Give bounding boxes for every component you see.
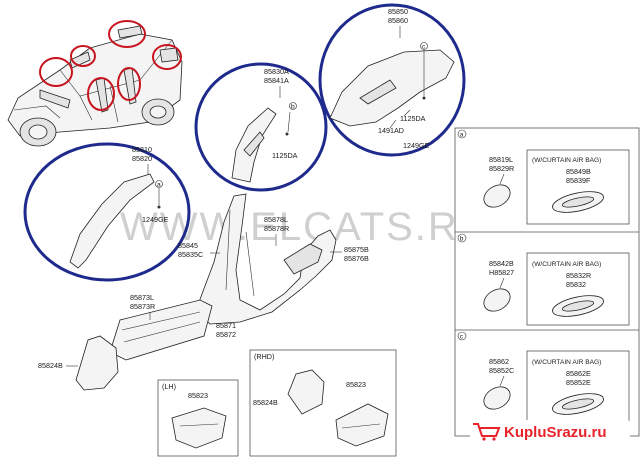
part-label: 85830A [264, 67, 289, 76]
airbag-logo-part [561, 398, 595, 410]
panel-marker: c [460, 333, 464, 340]
bolt-label: 1125DA [272, 151, 298, 160]
brand-badge: KupluSrazu.ru [470, 420, 630, 442]
panel-marker-circle [457, 331, 467, 341]
panel-note: (W/CURTAIN AIR BAG) [532, 261, 601, 268]
panel-note: (W/CURTAIN AIR BAG) [532, 157, 601, 164]
part-label: 85824B [253, 398, 278, 407]
part-label: 85873R [130, 302, 155, 311]
airbag-logo-part [561, 300, 595, 312]
cart-icon [473, 423, 501, 441]
part-label: 85845 [178, 241, 198, 250]
part-label: 85876B [344, 254, 369, 263]
part-label: 85878L [264, 215, 288, 224]
marker-c: c [422, 44, 426, 51]
panel-part-label: 85852C [489, 366, 514, 375]
panel-part-label: 85832R [566, 271, 591, 280]
trim-cover-part [483, 386, 511, 410]
panel-part-label: 85842B [489, 259, 514, 268]
part-label: 85872 [216, 330, 236, 339]
panel-note: (W/CURTAIN AIR BAG) [532, 359, 601, 366]
part-label: 85850 [388, 7, 408, 16]
panel-marker-circle [457, 129, 467, 139]
bolt-label: 1249GE [403, 141, 430, 150]
panel-part-label: 85819L [489, 155, 513, 164]
lh-box: (LH) 85823 [157, 379, 239, 457]
marker-b: b [291, 104, 295, 111]
part-label: 85824B [38, 361, 63, 370]
highlight-circle-red [108, 20, 146, 48]
highlight-circle-red [70, 45, 96, 67]
watermark-text: WWW.ELCATS.RU [120, 205, 490, 249]
panel-part-label: 85862E [566, 369, 591, 378]
panel-part-label: 85832 [566, 280, 586, 289]
part-label: 85841A [264, 76, 289, 85]
bolt-label: 1125DA [400, 114, 426, 123]
trim-cover-part [483, 184, 511, 208]
part-label: 85878R [264, 224, 289, 233]
part-label: 85875B [344, 245, 369, 254]
panel-part-label: 85849B [566, 167, 591, 176]
highlight-circle-red [87, 77, 115, 111]
highlight-circle-red [117, 67, 141, 101]
main-trim-assembly: 85845 85835C 85878L 85878R 85875B 85876B… [38, 193, 369, 391]
part-label: 85860 [388, 16, 408, 25]
airbag-logo-part [561, 196, 595, 208]
part-label: 85823 [346, 380, 366, 389]
panel-part-label: 85862 [489, 357, 509, 366]
box-title: (RHD) [254, 352, 274, 361]
panel-part-label: 85852E [566, 378, 591, 387]
part-label: 85810 [132, 145, 152, 154]
bolt-label: 1491AD [378, 126, 404, 135]
part-label: 85871 [216, 321, 236, 330]
pillar-b-group: 85830A 85841A b 1125DA [194, 62, 328, 192]
highlight-circle-red [152, 44, 182, 70]
right-panels [454, 127, 640, 437]
part-label: 85820 [132, 154, 152, 163]
marker-a: a [157, 182, 161, 189]
pillar-c-group: 85850 85860 c 1125DA 1491AD 1249GE [318, 3, 466, 157]
brand-name: KupluSrazu.ru [504, 424, 607, 441]
trim-cover-part [483, 288, 511, 312]
part-label: 85873L [130, 293, 154, 302]
panel-marker: b [460, 235, 464, 242]
panel-part-label: 85829R [489, 164, 514, 173]
panel-marker-circle [457, 233, 467, 243]
car-illustration [7, 20, 183, 147]
pillar-a-group: 85810 85820 a 1249GE [23, 142, 191, 282]
panel-marker: a [460, 131, 464, 138]
rhd-box: (RHD) 85824B 85823 [249, 349, 397, 457]
highlight-circle-red [39, 57, 73, 87]
part-label: 85835C [178, 250, 203, 259]
box-title: (LH) [162, 382, 176, 391]
bolt-label: 1249GE [142, 215, 169, 224]
panel-part-label: H85827 [489, 268, 514, 277]
part-label: 85823 [188, 391, 208, 400]
panel-part-label: 85839F [566, 176, 591, 185]
